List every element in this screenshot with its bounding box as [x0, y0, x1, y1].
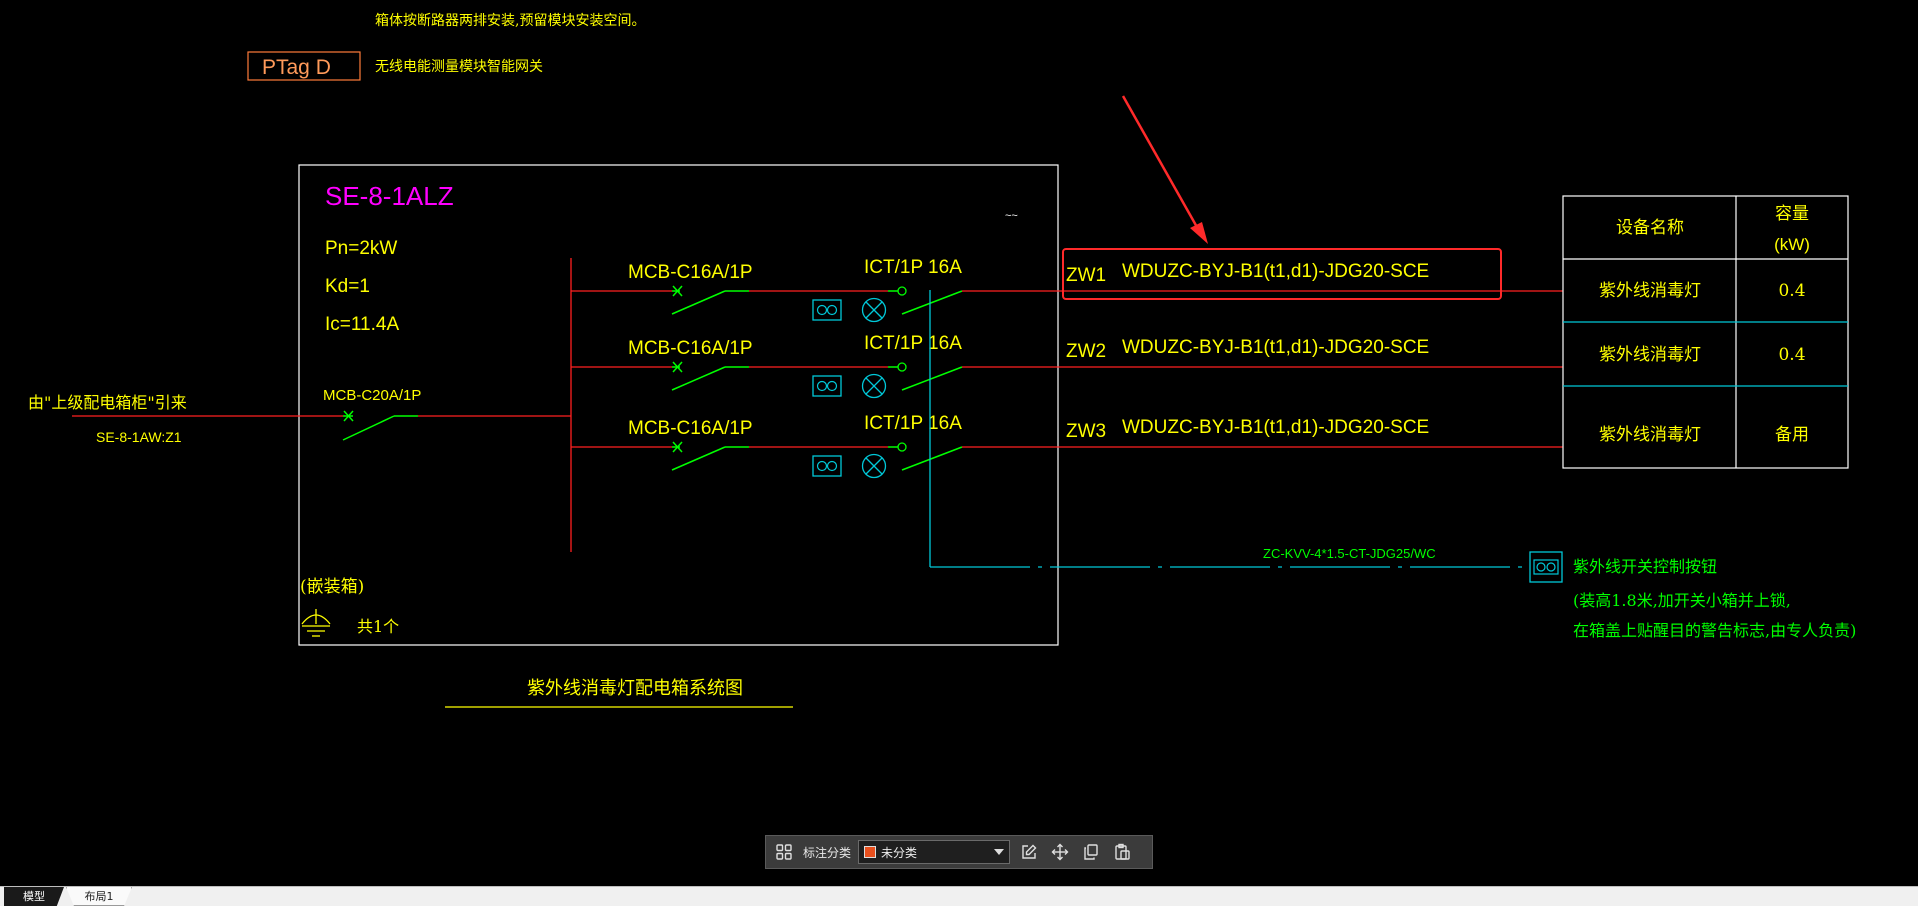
meter-port-b — [826, 304, 838, 316]
control-cable-label: ZC-KVV-4*1.5-CT-JDG25/WC — [1263, 546, 1436, 561]
diagram-title: 紫外线消毒灯配电箱系统图 — [527, 678, 743, 699]
layout-tab-bar: 模型 布局1 — [0, 886, 1918, 906]
table-header-capacity-unit: (kW) — [1774, 235, 1810, 254]
category-value: 未分类 — [881, 845, 918, 860]
meter-port-a — [816, 460, 828, 472]
annotation-arrowhead — [1190, 222, 1208, 244]
table-cell-device: 紫外线消毒灯 — [1599, 281, 1701, 301]
tab-model[interactable]: 模型 — [4, 887, 64, 906]
calculated-current: Ic=11.4A — [325, 314, 399, 335]
annotation-arrow-line — [1121, 95, 1204, 237]
control-note-1: 紫外线开关控制按钮 — [1573, 557, 1717, 576]
contactor-blade — [901, 446, 963, 471]
breaker-switch-blade — [671, 446, 726, 471]
table-cell-capacity: 备用 — [1775, 425, 1809, 445]
top-note: 箱体按断路器两排安装,预留模块安装空间。 — [375, 13, 645, 29]
cable-spec: WDUZC-BYJ-B1(t1,d1)-JDG20-SCE — [1122, 417, 1429, 438]
ground-icon — [301, 609, 331, 637]
tab-layout1[interactable]: 布局1 — [66, 887, 132, 906]
table-header-name: 设备名称 — [1616, 218, 1684, 238]
lamp-indicator-icon — [861, 453, 887, 479]
table-cell-device: 紫外线消毒灯 — [1599, 425, 1701, 445]
contactor-contact — [897, 442, 907, 452]
paste-icon[interactable] — [1110, 840, 1134, 864]
breaker-x-b — [672, 441, 683, 453]
install-type-label: (嵌装箱) — [300, 577, 364, 597]
main-breaker-label: MCB-C20A/1P — [323, 387, 421, 404]
ptag-box — [247, 51, 361, 81]
move-icon[interactable] — [1048, 840, 1072, 864]
meter-port-b — [826, 460, 838, 472]
breaker-label: MCB-C16A/1P — [628, 338, 753, 359]
demand-factor: Kd=1 — [325, 276, 370, 297]
lamp-indicator-icon — [861, 297, 887, 323]
table-cell-device: 紫外线消毒灯 — [1599, 345, 1701, 365]
small-mark: ~~ — [1005, 210, 1018, 222]
meter-port-a — [816, 380, 828, 392]
breaker-label: MCB-C16A/1P — [628, 262, 753, 283]
table-cell-capacity: 0.4 — [1778, 345, 1805, 365]
edit-icon[interactable] — [1017, 840, 1041, 864]
annotation-highlight-box[interactable] — [1062, 248, 1502, 300]
meter-module-icon — [812, 299, 842, 321]
lamp-cross-b — [865, 457, 883, 475]
copy-icon[interactable] — [1079, 840, 1103, 864]
distribution-box-outline — [298, 164, 1059, 646]
contactor-label: ICT/1P 16A — [864, 413, 962, 434]
category-label: 标注分类 — [803, 845, 852, 860]
lamp-cross-b — [865, 377, 883, 395]
contactor-label: ICT/1P 16A — [864, 333, 962, 354]
grid-icon[interactable] — [772, 840, 796, 864]
contactor-blade — [901, 366, 963, 391]
lamp-indicator-icon — [861, 373, 887, 399]
breaker-x-b — [672, 285, 683, 297]
table-cell-capacity: 0.4 — [1778, 281, 1805, 301]
contactor-blade — [901, 290, 963, 315]
meter-port-b — [826, 380, 838, 392]
control-note-2: (装高1.8米,加开关小箱并上锁, — [1573, 591, 1791, 610]
ptag-label: PTag D — [262, 56, 331, 79]
breaker-switch-blade — [671, 366, 726, 391]
box-name: SE-8-1ALZ — [325, 181, 454, 211]
cable-spec: WDUZC-BYJ-B1(t1,d1)-JDG20-SCE — [1122, 337, 1429, 358]
breaker-x-b — [672, 361, 683, 373]
power-rating: Pn=2kW — [325, 238, 397, 259]
breaker-label: MCB-C16A/1P — [628, 418, 753, 439]
table-header-capacity: 容量 — [1775, 204, 1809, 224]
main-breaker-symbol — [342, 410, 418, 441]
circuit-id: ZW2 — [1066, 341, 1106, 362]
control-button-symbol — [1529, 551, 1563, 583]
control-note-3: 在箱盖上贴醒目的警告标志,由专人负责) — [1573, 621, 1856, 640]
cad-drawing-canvas[interactable]: 箱体按断路器两排安装,预留模块安装空间。 PTag D 无线电能测量模块智能网关… — [0, 0, 1918, 886]
circuit-id: ZW3 — [1066, 421, 1106, 442]
chevron-down-icon — [994, 849, 1005, 855]
meter-port-a — [816, 304, 828, 316]
breaker-switch-blade — [671, 290, 726, 315]
annotation-toolbar: 标注分类 未分类 — [765, 835, 1153, 869]
lamp-cross-b — [865, 301, 883, 319]
contactor-contact — [897, 362, 907, 372]
incoming-source-label: SE-8-1AW:Z1 — [96, 429, 182, 445]
incoming-from-label: 由"上级配电箱柜"引来 — [28, 393, 187, 412]
meter-module-icon — [812, 375, 842, 397]
category-color-swatch — [864, 846, 877, 858]
contactor-contact — [897, 286, 907, 296]
contactor-label: ICT/1P 16A — [864, 257, 962, 278]
category-select[interactable]: 未分类 — [858, 840, 1011, 864]
ptag-description: 无线电能测量模块智能网关 — [375, 59, 543, 75]
meter-module-icon — [812, 455, 842, 477]
cable-spec: WDUZC-BYJ-B1(t1,d1)-JDG20-SCE — [1122, 261, 1429, 282]
quantity-label: 共1个 — [357, 617, 399, 636]
circuit-id: ZW1 — [1066, 265, 1106, 286]
